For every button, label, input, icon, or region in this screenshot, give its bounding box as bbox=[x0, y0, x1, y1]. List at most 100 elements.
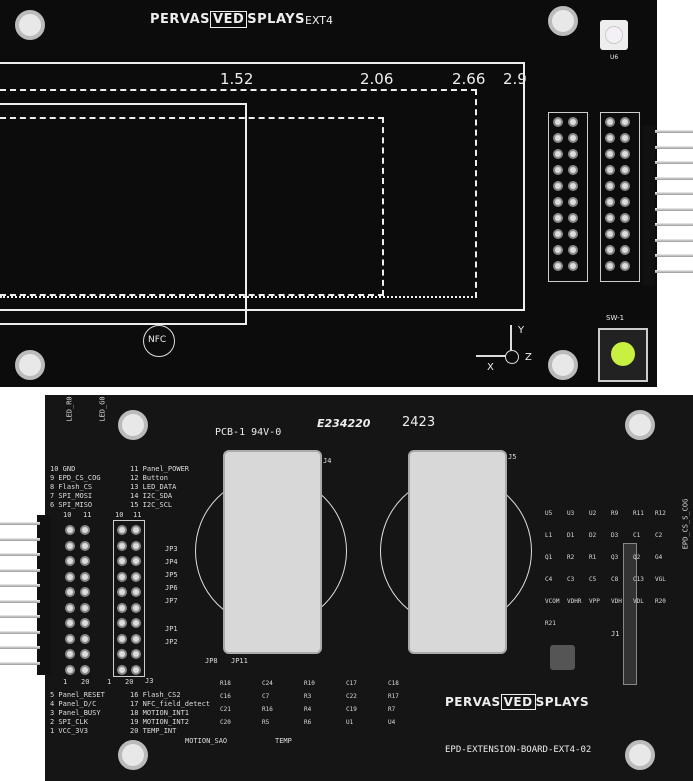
pad bbox=[65, 525, 75, 535]
switch-label: SW-1 bbox=[606, 314, 625, 322]
jumper-label: JP7 bbox=[165, 597, 178, 605]
component-label: C18 bbox=[388, 680, 399, 687]
pin-label: 1 VCC_3V3 bbox=[50, 727, 88, 735]
pad bbox=[131, 602, 141, 613]
header-pin bbox=[655, 207, 693, 211]
header-number: 20 bbox=[125, 678, 134, 686]
pad bbox=[80, 571, 90, 582]
component-label: U3 bbox=[567, 510, 575, 517]
axis-y-label: Y bbox=[518, 325, 525, 336]
j3-label: J3 bbox=[145, 677, 154, 685]
header-pin bbox=[0, 646, 40, 649]
pad bbox=[605, 133, 615, 143]
header-pin bbox=[655, 176, 693, 180]
pad bbox=[80, 556, 90, 566]
header-number: 20 bbox=[81, 678, 90, 686]
pad bbox=[605, 245, 615, 255]
header-pin bbox=[655, 269, 693, 273]
pad bbox=[620, 213, 630, 223]
pad bbox=[131, 649, 141, 659]
component-label: U5 bbox=[545, 510, 553, 517]
fpc-connector bbox=[623, 543, 637, 685]
pad bbox=[568, 229, 578, 239]
date-code: 2423 bbox=[402, 415, 436, 430]
mount-hole bbox=[118, 740, 148, 770]
jumper-label: JP8 bbox=[205, 657, 218, 665]
component-label: C1 bbox=[633, 532, 641, 539]
led-u6 bbox=[600, 20, 628, 50]
component-label: R11 bbox=[633, 510, 644, 517]
header-j3 bbox=[113, 520, 145, 677]
pad bbox=[65, 587, 75, 597]
pad bbox=[620, 133, 630, 143]
component-label: R9 bbox=[611, 510, 619, 517]
component-label: Q1 bbox=[545, 554, 553, 561]
pad bbox=[568, 213, 578, 223]
pad bbox=[65, 618, 75, 628]
mount-hole bbox=[15, 10, 45, 40]
pad bbox=[131, 633, 141, 644]
pad bbox=[131, 540, 141, 551]
pin-label: 14 I2C_SDA bbox=[130, 492, 173, 500]
component-label: R18 bbox=[220, 680, 231, 687]
pin-label: 20 TEMP_INT bbox=[130, 727, 177, 735]
component-label: VCOM bbox=[545, 598, 560, 605]
pad bbox=[605, 165, 615, 175]
pad bbox=[620, 229, 630, 239]
component-label: C2 bbox=[655, 532, 663, 539]
pad bbox=[553, 229, 563, 239]
pad bbox=[80, 525, 90, 535]
pad bbox=[65, 664, 75, 675]
pad bbox=[605, 213, 615, 223]
mount-hole bbox=[548, 350, 578, 380]
pin-label: 6 SPI_MISO bbox=[50, 501, 93, 509]
jumper-label: JP6 bbox=[165, 584, 178, 592]
component-label: Q3 bbox=[611, 554, 619, 561]
battery-holder-j5 bbox=[408, 450, 507, 654]
j1-label: J1 bbox=[611, 630, 620, 638]
component-label: C13 bbox=[633, 576, 644, 583]
pin-label: 15 I2C_SCL bbox=[130, 501, 173, 509]
component-label: R10 bbox=[304, 680, 315, 687]
pin-label: 12 Button bbox=[130, 474, 168, 482]
epd-cs-label: EPD_CS_S_COG bbox=[681, 498, 690, 550]
header-pin bbox=[0, 599, 40, 603]
mount-hole bbox=[548, 6, 578, 36]
pad bbox=[117, 664, 127, 675]
component-label: R21 bbox=[545, 620, 556, 627]
header-pin bbox=[655, 145, 693, 149]
component-label: U1 bbox=[346, 719, 354, 726]
pad bbox=[65, 556, 75, 566]
pad bbox=[553, 261, 563, 271]
switch-sw1[interactable] bbox=[598, 328, 648, 382]
size-label: 2.66 bbox=[452, 70, 486, 88]
pad bbox=[117, 556, 127, 566]
component-label: Q2 bbox=[633, 554, 641, 561]
pad bbox=[620, 149, 630, 159]
component-label: VDL bbox=[633, 598, 644, 605]
pad bbox=[131, 525, 141, 535]
header-pin bbox=[0, 522, 40, 525]
pad bbox=[605, 229, 615, 239]
pad bbox=[605, 149, 615, 159]
component-label: C21 bbox=[220, 706, 231, 713]
pad bbox=[553, 181, 563, 191]
outline-2-66 bbox=[0, 89, 477, 298]
bottom-board: PCB-1 94V-0 E234220 2423 LED_R0 LED_G0 J… bbox=[45, 395, 693, 781]
outline-2-9 bbox=[0, 62, 525, 311]
component-label: R5 bbox=[262, 719, 270, 726]
pad bbox=[131, 556, 141, 566]
switch-button[interactable] bbox=[611, 342, 635, 366]
component-label: D1 bbox=[567, 532, 575, 539]
pad bbox=[620, 117, 630, 127]
axis-y-arrow bbox=[510, 325, 512, 351]
size-label: 2.06 bbox=[360, 70, 394, 88]
header-pin bbox=[655, 161, 693, 164]
pad bbox=[117, 587, 127, 597]
pad bbox=[553, 165, 563, 175]
axis-x-label: X bbox=[487, 362, 494, 373]
header-pin bbox=[0, 537, 40, 541]
pad bbox=[553, 245, 563, 255]
axis-x-arrow bbox=[476, 355, 506, 357]
